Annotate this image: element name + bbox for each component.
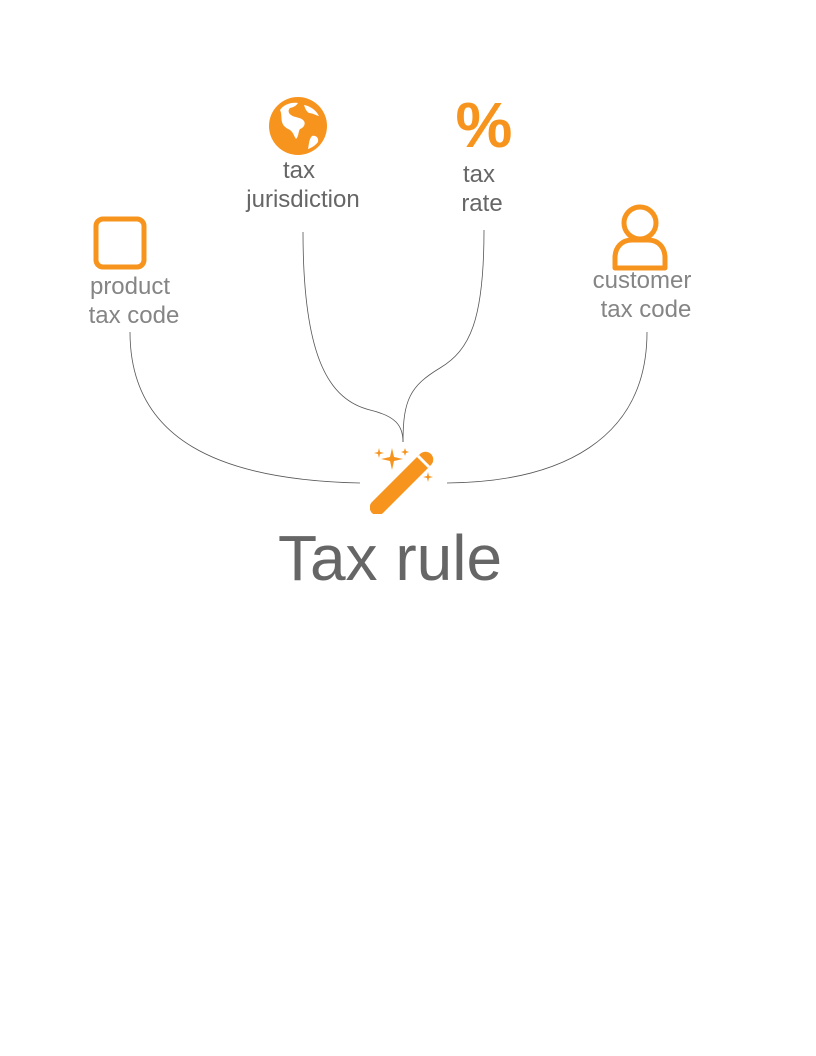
product-label-line1: product xyxy=(89,273,171,300)
person-icon xyxy=(612,204,668,271)
customer-label-line2: tax code xyxy=(600,296,692,323)
jurisdiction-label-line1: tax xyxy=(282,157,315,184)
customer-label-line1: customer xyxy=(592,267,692,294)
tax-rule-title: Tax rule xyxy=(277,522,503,594)
rate-label-line2: rate xyxy=(461,190,503,217)
percent-icon: % xyxy=(455,89,513,161)
connector-product xyxy=(129,331,361,484)
node-tax-rate: % tax rate xyxy=(430,90,534,218)
jurisdiction-label-line2: jurisdiction xyxy=(246,186,360,213)
product-label-line2: tax code xyxy=(88,302,180,329)
magic-wand-icon xyxy=(370,448,434,514)
connector-rate xyxy=(402,229,485,443)
connector-jurisdiction xyxy=(302,231,404,443)
globe-icon xyxy=(269,97,327,155)
node-tax-jurisdiction: tax jurisdiction xyxy=(230,96,376,214)
rounded-square-icon xyxy=(93,216,147,270)
rate-label-line1: tax xyxy=(462,161,495,188)
node-product-tax-code: product tax code xyxy=(60,216,200,330)
connector-customer xyxy=(446,331,648,484)
node-customer-tax-code: customer tax code xyxy=(572,202,712,324)
